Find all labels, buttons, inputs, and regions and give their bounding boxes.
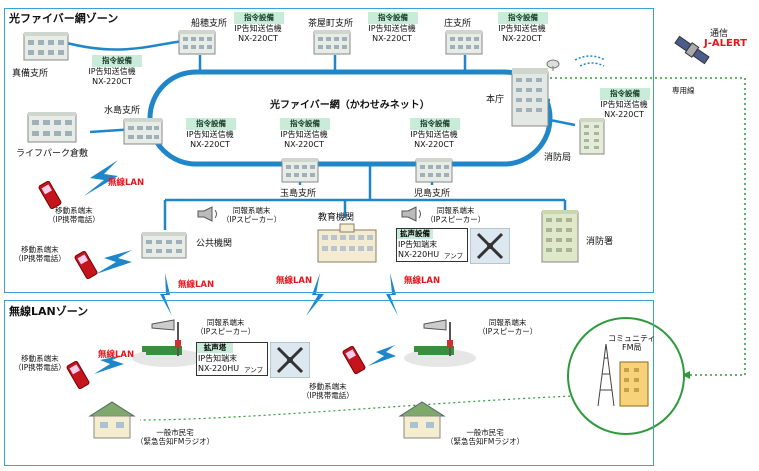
fiber-zone-title: 光ファイバー網ゾーン	[9, 12, 119, 25]
shobosho-label: 消防署	[586, 237, 614, 247]
broadcast-terminal-label-4: 同報系端末（IPスピーカー）	[478, 318, 538, 336]
ring-command-tag-1: 指令設備	[186, 118, 236, 130]
shobokyoku-building-icon	[579, 118, 605, 155]
public-label: 公共機関	[196, 239, 233, 249]
satellite-icon	[674, 35, 710, 65]
shobosho-building-icon	[541, 210, 579, 263]
lan-zone-title: 無線LANゾーン	[9, 305, 89, 318]
wireless-lan-label-1: 無線LAN	[108, 178, 145, 188]
horn-speaker-icon	[470, 228, 510, 264]
mizushima-building-icon	[123, 118, 163, 145]
broadcast-terminal-label-3: 同報系端末（IPスピーカー）	[196, 318, 256, 336]
dedicated-line-label: 専用線	[672, 86, 695, 95]
funao-building-icon	[178, 30, 216, 55]
ring-command-tag-3: 指令設備	[410, 118, 460, 130]
lifepark-building-icon	[27, 112, 77, 143]
expansion-tag: 拡声設備	[397, 229, 433, 239]
loudspeaker-tag: 拡声塔	[197, 343, 233, 353]
lan-zone	[4, 300, 654, 466]
horn-speaker-icon	[270, 342, 310, 378]
resident-label-1: 一般市民宅（緊急告知FMラジオ）	[136, 428, 215, 446]
shobokyoku-command-tag: 指令設備	[600, 88, 650, 100]
education-building-icon	[317, 223, 377, 263]
mobile-phone-icon	[74, 250, 98, 280]
ip-speaker-icon	[197, 206, 217, 222]
sho-label: 庄支所	[444, 19, 472, 29]
kojima-label: 児島支所	[414, 189, 451, 199]
fiber-zone	[4, 8, 654, 293]
mobile-phone-icon	[66, 360, 90, 390]
chayamachi-label: 茶屋町支所	[308, 19, 354, 29]
mobile-terminal-label-1: 移動系端末（IP携帯電話）	[48, 206, 100, 224]
resident-label-2: 一般市民宅（緊急告知FMラジオ）	[446, 428, 525, 446]
honcho-label: 本庁	[486, 95, 505, 105]
mobile-phone-icon	[342, 345, 366, 375]
fm-tower-icon	[597, 343, 649, 407]
sho-command-tag: 指令設備	[498, 12, 548, 24]
ring-label: 光ファイバー網（かわせみネット）	[270, 100, 430, 111]
loudspeaker-tower-icon	[404, 319, 476, 367]
amp-label-1: アンプ	[444, 252, 464, 260]
funao-label: 船穂支所	[191, 19, 228, 29]
sho-building-icon	[445, 30, 483, 55]
mobile-terminal-label-3: 移動系端末（IP携帯電話）	[14, 354, 66, 372]
chayamachi-command-tag: 指令設備	[368, 12, 418, 24]
broadcast-terminal-label-1: 同報系端末（IPスピーカー）	[222, 206, 282, 224]
honcho-building-icon	[511, 68, 549, 127]
mobile-phone-icon	[38, 180, 62, 210]
mobile-terminal-label-2: 移動系端末（IP携帯電話）	[14, 245, 66, 263]
loudspeaker-tower-icon	[132, 319, 204, 367]
broadcast-terminal-label-2: 同報系端末（IPスピーカー）	[426, 206, 486, 224]
wireless-lan-label-5: 無線LAN	[98, 350, 135, 360]
shobokyoku-label: 消防局	[544, 153, 572, 163]
wireless-lan-label-3: 無線LAN	[276, 276, 313, 286]
mizushima-label: 水島支所	[104, 106, 141, 116]
tamashima-label: 玉島支所	[280, 189, 317, 199]
wireless-lan-label-4: 無線LAN	[404, 276, 441, 286]
wireless-lan-label-2: 無線LAN	[178, 280, 215, 290]
mobile-terminal-label-4: 移動系端末（IP携帯電話）	[302, 382, 354, 400]
honcho-dish-icon	[546, 59, 560, 71]
jalert-label: J-ALERT	[704, 38, 747, 49]
house-icon	[88, 401, 136, 439]
satellite-title: 通信	[710, 29, 729, 39]
mabi-label: 真備支所	[12, 69, 49, 79]
house-icon	[398, 401, 446, 439]
tamashima-building-icon	[281, 158, 319, 183]
ip-speaker-icon	[401, 206, 421, 222]
mabi-building-icon	[23, 32, 69, 61]
education-label: 教育機関	[318, 213, 355, 223]
amp-label-2: アンプ	[244, 366, 264, 374]
lifepark-label: ライフパーク倉敷	[16, 149, 89, 159]
public-building-icon	[141, 232, 187, 259]
kojima-building-icon	[415, 158, 453, 183]
mabi-command-tag: 指令設備	[92, 55, 142, 67]
funao-command-tag: 指令設備	[234, 12, 284, 24]
ring-command-tag-2: 指令設備	[280, 118, 330, 130]
chayamachi-building-icon	[313, 30, 351, 55]
